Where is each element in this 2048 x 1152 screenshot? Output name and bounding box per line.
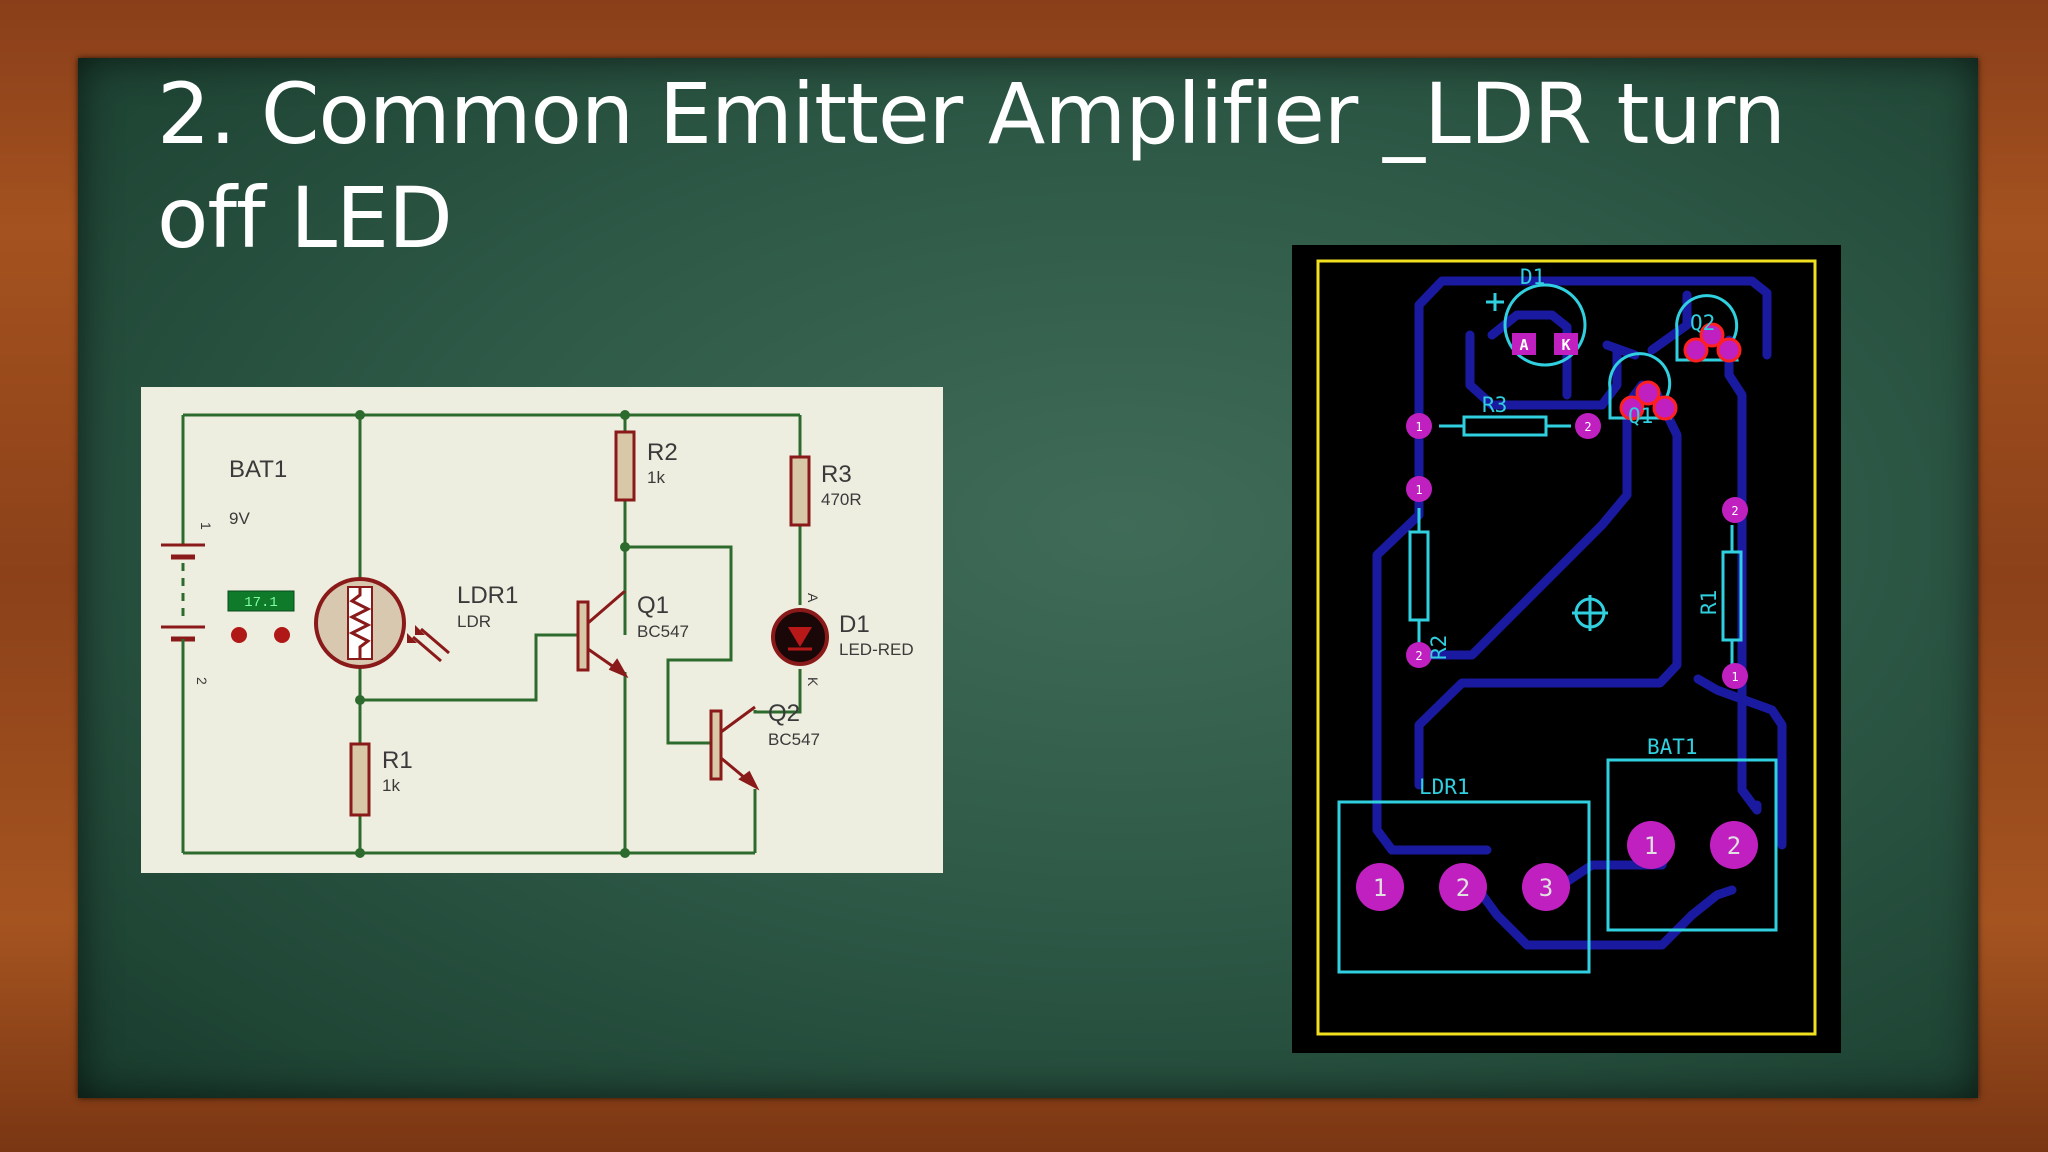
bat-pin1: 1	[198, 522, 214, 530]
q2-value: BC547	[768, 730, 820, 749]
ldr-value: LDR	[457, 612, 491, 631]
voltage-readout: 17.1	[244, 595, 278, 611]
svg-text:3: 3	[1539, 874, 1553, 902]
d1-label: D1	[839, 611, 870, 638]
d1-pad-k	[1554, 333, 1578, 355]
d1-pad-a-label: A	[1519, 336, 1528, 354]
pcb-r1-label: R1	[1697, 590, 1721, 615]
pcb-r3-label: R3	[1482, 393, 1507, 417]
slide-title: 2. Common Emitter Amplifier _LDR turn of…	[157, 65, 1786, 267]
led-pin-a: A	[805, 593, 821, 603]
led-pin-k: K	[805, 677, 821, 687]
pcb-bat-label: BAT1	[1647, 735, 1698, 759]
bat-label: BAT1	[229, 456, 287, 483]
r2-label: R2	[647, 439, 678, 466]
pcb-ldr-label: LDR1	[1419, 775, 1470, 799]
connector-pad-numbers: 1 2 3 1 2	[1373, 832, 1741, 902]
pcb-q1-label: Q1	[1628, 404, 1653, 428]
silkscreen	[1337, 283, 1778, 974]
svg-text:1: 1	[1373, 874, 1387, 902]
r2-resistor	[614, 430, 636, 502]
svg-text:1: 1	[1415, 420, 1422, 434]
svg-text:2: 2	[1415, 649, 1422, 663]
r3-value: 470R	[821, 490, 862, 509]
resistor-pads	[1406, 413, 1748, 689]
q2-transistor	[709, 705, 760, 791]
d1-pad-k-label: K	[1561, 336, 1570, 354]
led-symbol	[771, 608, 829, 666]
svg-text:2: 2	[1731, 504, 1738, 518]
voltage-readout-box	[227, 590, 295, 612]
svg-text:1: 1	[1644, 832, 1658, 860]
copper-traces	[1357, 276, 1787, 950]
svg-text:2: 2	[1456, 874, 1470, 902]
pcb-d1-label: D1	[1520, 265, 1545, 289]
ldr-label: LDR1	[457, 582, 518, 609]
bat-pin2: 2	[194, 677, 210, 685]
probe-terminal-positive	[231, 627, 247, 643]
board-outline	[1316, 259, 1817, 1036]
r3-resistor	[789, 455, 811, 527]
q1-transistor	[576, 547, 629, 679]
q1-value: BC547	[637, 622, 689, 641]
r2-value: 1k	[647, 468, 665, 487]
r1-resistor	[349, 742, 371, 817]
svg-text:2: 2	[1584, 420, 1591, 434]
battery-symbol	[161, 535, 205, 645]
d1-pad-a	[1512, 333, 1536, 355]
connector-pads	[1356, 821, 1758, 911]
probe-terminal-negative	[274, 627, 290, 643]
bat-value: 9V	[229, 509, 250, 528]
svg-text:1: 1	[1415, 483, 1422, 497]
r1-label: R1	[382, 747, 413, 774]
q2-label: Q2	[768, 700, 800, 727]
svg-text:2: 2	[1727, 832, 1741, 860]
schematic-wires	[181, 413, 802, 855]
transistor-pads	[1619, 322, 1742, 421]
pcb-q2-label: Q2	[1690, 311, 1715, 335]
q1-label: Q1	[637, 592, 669, 619]
circuit-schematic: BAT1 9V 1 2 17.1 LDR1 LDR R1 1k R2 1k R3…	[141, 387, 943, 873]
pcb-layout: A K + 1 2 1 2 2 1 1 2 3 1 2 D1 Q2 Q1 R3 …	[1292, 245, 1841, 1053]
resistor-pad-numbers: 1 2 1 2 2 1	[1415, 420, 1738, 684]
r3-label: R3	[821, 461, 852, 488]
svg-text:1: 1	[1731, 670, 1738, 684]
ldr-symbol	[314, 577, 450, 669]
d1-value: LED-RED	[839, 640, 914, 659]
pcb-r2-label: R2	[1427, 635, 1451, 660]
r1-value: 1k	[382, 776, 400, 795]
